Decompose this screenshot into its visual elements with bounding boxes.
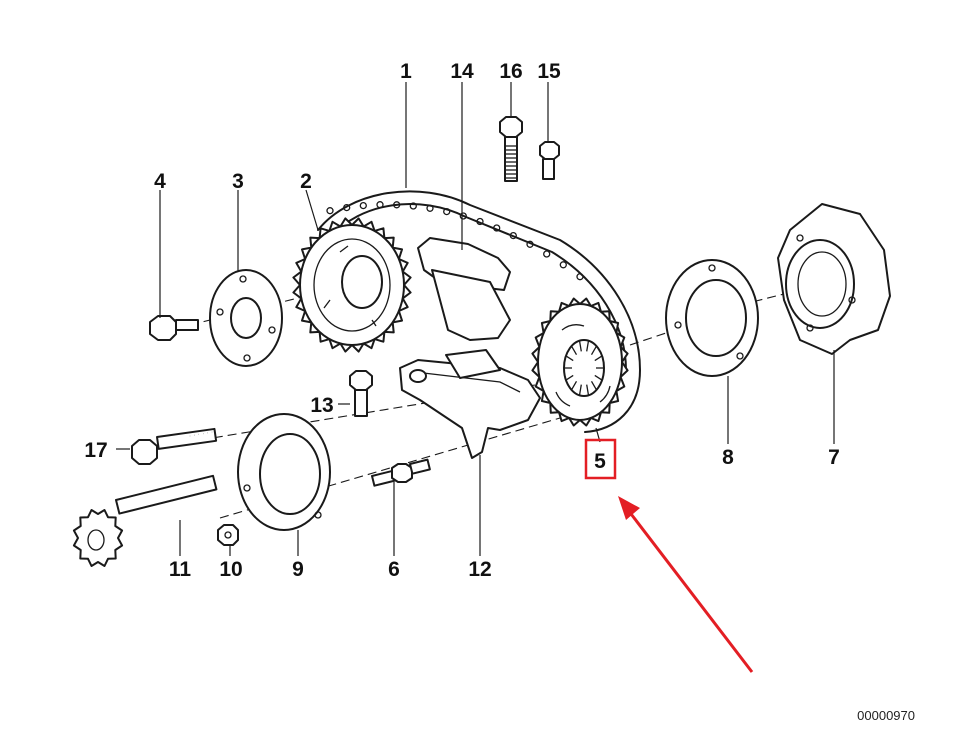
diagram-reference-number: 00000970 [857,708,915,723]
hub-part [777,203,891,355]
crankshaft-sprocket-part [531,297,629,427]
threaded-stud-part [371,458,431,487]
highlight-box [584,438,617,480]
chain-tensioner-rail-part [399,349,541,459]
gear-stud-part [72,474,218,567]
chain-guide-rail-part [417,237,511,341]
gasket-ring-part [237,413,331,531]
flange-part [209,269,283,367]
callout-1: 1 [400,60,412,83]
hex-bolt-part [149,315,199,341]
bolt-13-part [349,370,373,417]
callout-11: 11 [169,558,192,581]
callout-17: 17 [84,439,107,462]
callout-15: 15 [537,60,561,83]
leader-lines [116,82,835,556]
callout-16: 16 [499,60,522,83]
callout-4: 4 [154,170,166,193]
callout-5: 5 [594,450,606,473]
bolt-15-part [539,141,560,180]
callout-9: 9 [292,558,304,581]
callout-14: 14 [450,60,474,83]
callout-8: 8 [722,446,734,469]
camshaft-sprocket-part [292,217,412,353]
callout-6: 6 [388,558,400,581]
callout-10: 10 [219,558,242,581]
bolt-16-part [499,116,523,182]
callout-labels: 1 14 16 15 4 3 2 17 13 11 10 9 6 12 5 8 … [84,60,840,581]
nut-part [217,524,239,546]
pointer-arrow [618,496,754,673]
callout-3: 3 [232,170,244,193]
callout-2: 2 [300,170,312,193]
long-bolt-part [131,427,218,465]
callout-13: 13 [310,394,333,417]
seal-ring-part [665,259,759,377]
callout-12: 12 [468,558,491,581]
callout-7: 7 [828,446,840,469]
